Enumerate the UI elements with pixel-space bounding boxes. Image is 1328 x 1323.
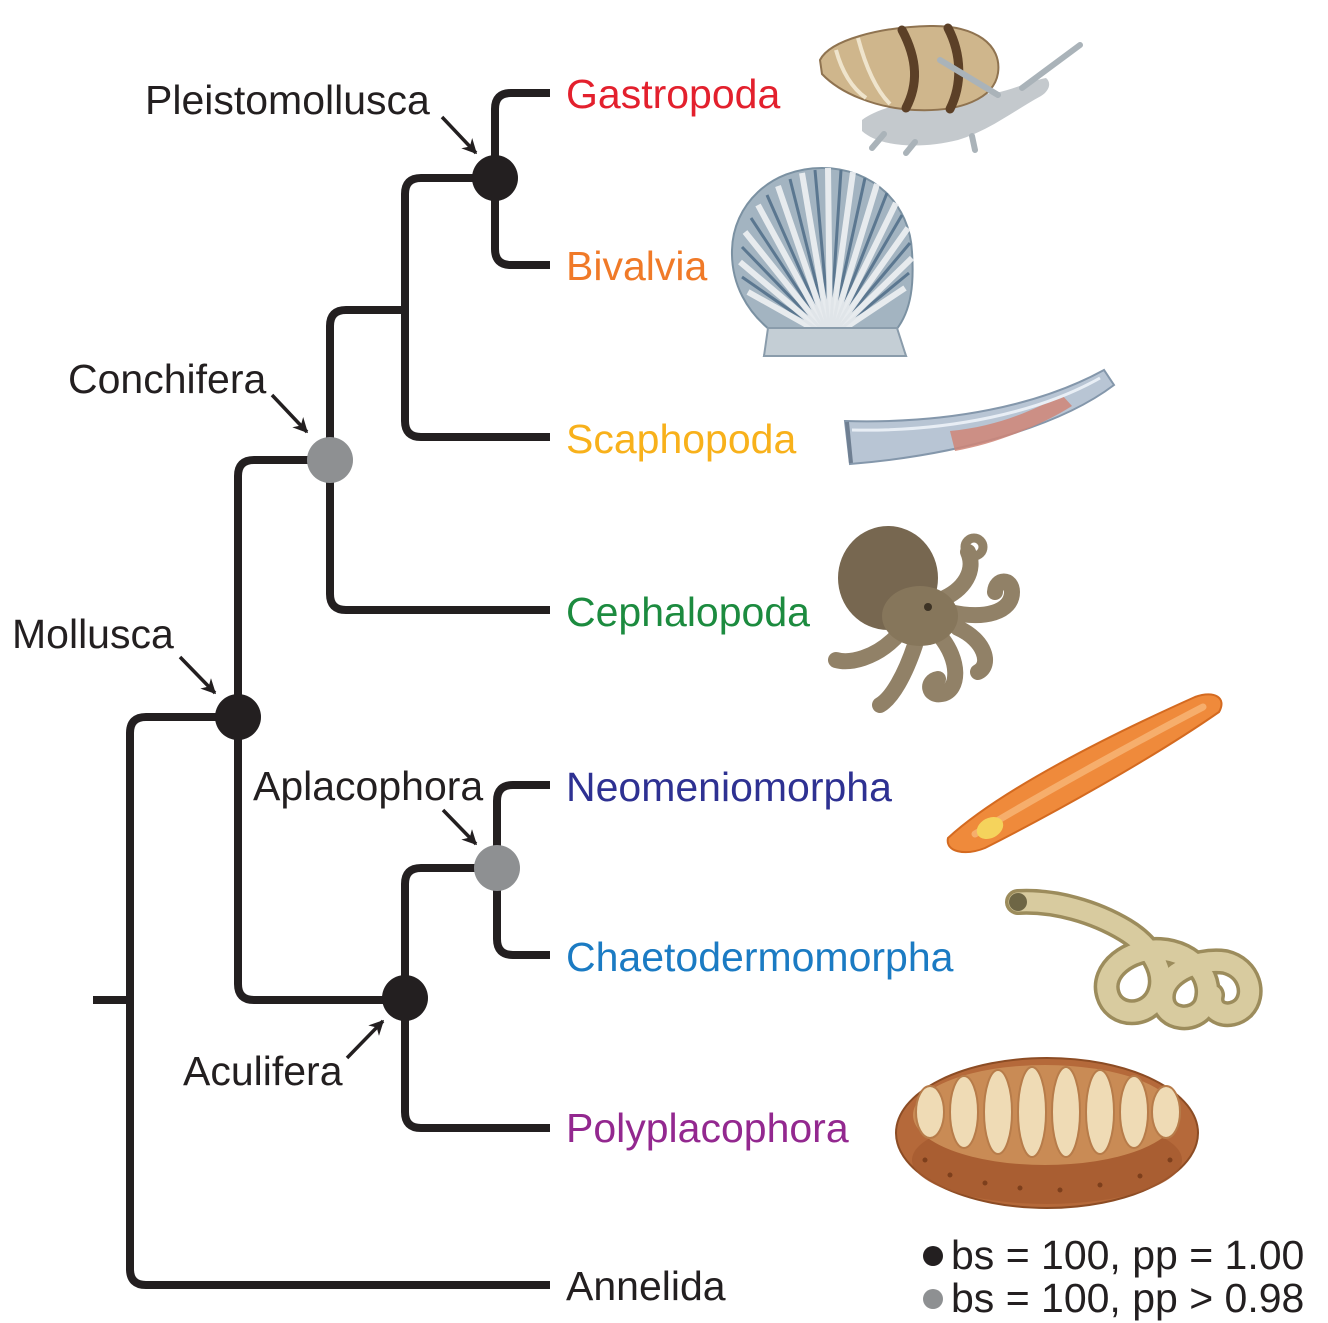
solenogaster-stripe <box>975 707 1203 834</box>
scallop-ears <box>764 328 906 356</box>
chiton-plate <box>1052 1067 1080 1157</box>
pleistomollusca-label: Pleistomollusca <box>145 77 430 123</box>
legend-entry-strong-support: bs = 100, pp = 1.00 <box>951 1232 1304 1278</box>
neomeniomorpha-label: Neomeniomorpha <box>566 764 892 810</box>
legend: bs = 100, pp = 1.00 bs = 100, pp > 0.98 <box>923 1232 1304 1321</box>
octopus-head <box>882 586 958 646</box>
mollusca-arrow <box>180 657 215 693</box>
aculifera-label: Aculifera <box>183 1048 343 1094</box>
bivalvia-scallop-shell-photo <box>732 168 913 356</box>
chiton-plate <box>1086 1070 1114 1154</box>
scaphopoda-tusk-shell-photo <box>845 370 1114 464</box>
polyplacophora-label: Polyplacophora <box>566 1105 849 1151</box>
mollusca-label: Mollusca <box>12 611 174 657</box>
conchifera-node-marker <box>307 437 353 483</box>
aplacophora-node-marker <box>474 845 520 891</box>
annelida-label: Annelida <box>566 1263 726 1309</box>
legend-black-dot <box>923 1246 943 1266</box>
cephalopoda-octopus-photo <box>836 526 1012 705</box>
aculifera-node-marker <box>382 975 428 1021</box>
polyplacophora-chiton-photo <box>896 1058 1198 1208</box>
octopus-eye <box>924 603 932 611</box>
tree-branches <box>93 93 550 1285</box>
conchifera-label: Conchifera <box>68 356 266 402</box>
chaetodermomorpha-coiled-worm-photo <box>1009 893 1250 1017</box>
scaphopoda-label: Scaphopoda <box>566 416 796 462</box>
chiton-plate <box>1120 1076 1148 1148</box>
aplacophora-arrow <box>443 810 476 844</box>
aplacophora-label: Aplacophora <box>253 763 483 809</box>
legend-entry-high-support: bs = 100, pp > 0.98 <box>951 1275 1304 1321</box>
chiton-plate <box>916 1086 944 1138</box>
pleistomollusca-node-marker <box>472 155 518 201</box>
gastropoda-label: Gastropoda <box>566 71 780 117</box>
chiton-plate <box>1152 1086 1180 1138</box>
chiton-plate <box>984 1070 1012 1154</box>
chiton-plate <box>1018 1067 1046 1157</box>
conchifera-arrow <box>272 395 307 432</box>
coiled-worm-tip <box>1009 893 1027 911</box>
aculifera-arrow <box>347 1021 383 1058</box>
neomeniomorpha-solenogaster-photo <box>948 694 1222 852</box>
node-markers <box>215 155 520 1021</box>
gastropoda-snail-photo <box>820 26 1080 153</box>
mollusca-branch <box>238 460 405 1000</box>
chiton-plate <box>950 1076 978 1148</box>
clade-labels: Pleistomollusca Conchifera Mollusca Apla… <box>12 77 483 1094</box>
legend-gray-dot <box>923 1289 943 1309</box>
mollusca-node-marker <box>215 694 261 740</box>
cephalopoda-label: Cephalopoda <box>566 589 810 635</box>
conchifera-branch <box>330 310 550 610</box>
pleistomollusca-scaphopoda-branch <box>405 178 550 437</box>
pleistomollusca-arrow <box>442 117 476 153</box>
chaetodermomorpha-label: Chaetodermomorpha <box>566 934 954 980</box>
tusk-shell <box>845 370 1114 464</box>
bivalvia-label: Bivalvia <box>566 243 707 289</box>
